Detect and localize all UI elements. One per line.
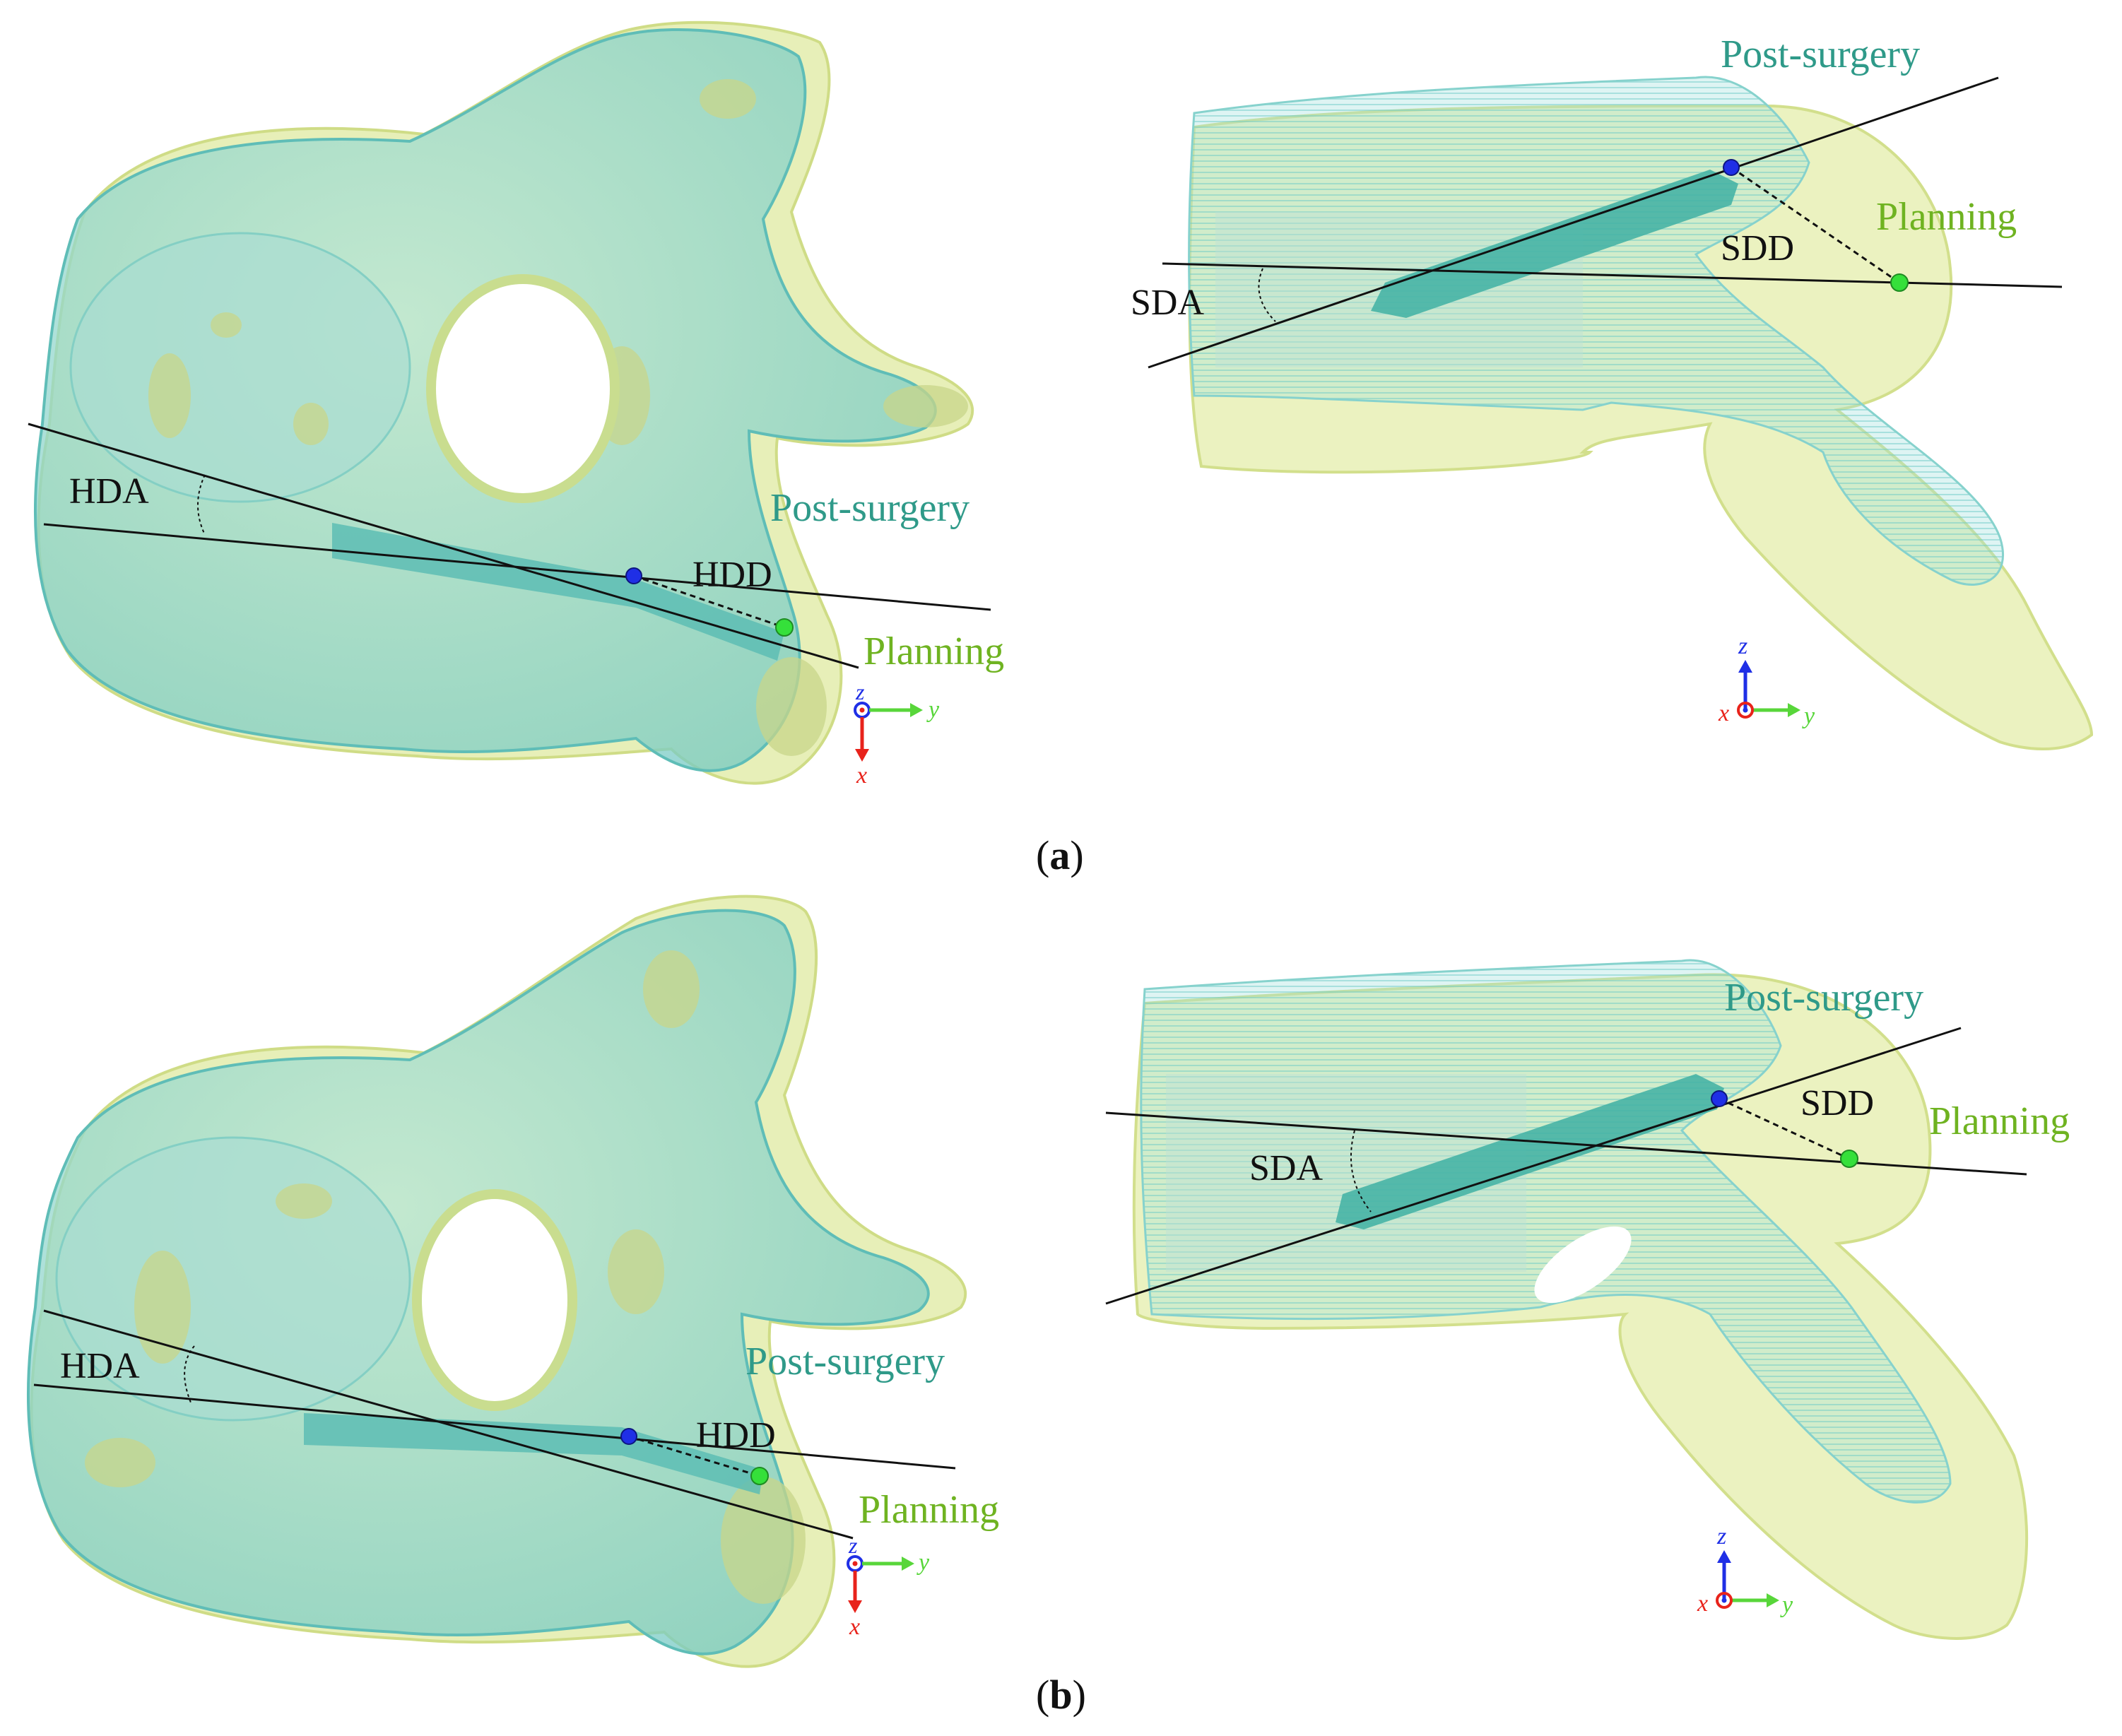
axis-y-label: y <box>1780 1592 1793 1618</box>
axis-triad-horizontal-b: z y x <box>847 1533 930 1640</box>
sagittal-post-surgery-shape <box>1188 76 2005 586</box>
planning-label: Planning <box>863 630 1004 673</box>
axis-y-label: y <box>926 697 940 723</box>
hdd-label: HDD <box>696 1415 776 1455</box>
sagittal-post-surgery-point <box>1711 1090 1728 1107</box>
hda-planning-trajectory <box>33 1383 956 1470</box>
sdd-dashed-line <box>1731 166 1900 284</box>
sda-angle-arc <box>1258 268 1276 322</box>
panel-b-horizontal-view: HDA HDD Post-surgery Planning z y x <box>26 894 999 1668</box>
planning-point <box>775 618 794 637</box>
hda-post-surgery-trajectory <box>28 423 859 669</box>
y-axis-arrow-icon <box>902 1557 914 1571</box>
sda-label: SDA <box>1249 1148 1323 1188</box>
hda-angle-arc <box>197 474 206 536</box>
vertebral-body-region <box>69 232 411 503</box>
hda-post-surgery-trajectory <box>43 1309 854 1540</box>
axis-y-label: y <box>916 1549 930 1576</box>
panel-b-sagittal-view: SDA SDD Post-surgery Planning z y x <box>1105 959 2070 1640</box>
z-axis-arrow-icon <box>1738 660 1752 673</box>
y-axis-arrow-icon <box>1767 1593 1779 1607</box>
sagittal-screw-shape <box>1371 170 1738 318</box>
post-surgery-point <box>620 1428 637 1445</box>
sagittal-planning-label: Planning <box>1876 195 2017 239</box>
axis-triad-horizontal-a: z y x <box>854 679 940 789</box>
sda-post-surgery-trajectory <box>1148 76 1999 369</box>
sdd-label: SDD <box>1721 228 1794 268</box>
planning-patches <box>85 950 806 1604</box>
spinal-canal-hole <box>412 1189 577 1411</box>
x-axis-indicator-icon <box>1716 1592 1733 1609</box>
axis-triad-sagittal-b: z y x <box>1697 1523 1793 1618</box>
sda-label: SDA <box>1131 283 1204 323</box>
axis-triad-sagittal-a: z y x <box>1718 633 1815 729</box>
screw-shape <box>304 1413 763 1494</box>
hdd-dashed-line <box>633 574 785 629</box>
y-axis-arrow-icon <box>1788 703 1800 717</box>
y-axis-arrow-icon <box>910 703 923 717</box>
panel-a-caption: (a) <box>1036 832 1084 878</box>
x-axis-arrow-icon <box>855 749 869 762</box>
post-surgery-label: Post-surgery <box>745 1340 945 1383</box>
spinal-canal-hole <box>426 274 620 503</box>
panel-b-caption: (b) <box>1036 1672 1086 1718</box>
screw-shape <box>332 523 784 661</box>
planning-point <box>750 1467 769 1485</box>
hda-label: HDA <box>69 471 149 512</box>
axis-x-label: x <box>856 762 867 789</box>
hdd-dashed-line <box>628 1435 760 1477</box>
axis-y-label: y <box>1802 703 1815 729</box>
sagittal-post-surgery-point <box>1723 159 1740 176</box>
hdd-label: HDD <box>692 555 772 595</box>
planning-label: Planning <box>859 1488 999 1532</box>
sagittal-screw-shape <box>1336 1074 1724 1229</box>
sda-post-surgery-trajectory <box>1105 1027 1962 1305</box>
post-surgery-label: Post-surgery <box>770 486 969 530</box>
sdd-dashed-line <box>1719 1097 1850 1160</box>
panel-a-horizontal-view: HDA HDD Post-surgery Planning z y x <box>28 20 1004 789</box>
axis-x-label: x <box>1718 700 1729 726</box>
sagittal-post-surgery-label: Post-surgery <box>1724 976 1923 1020</box>
post-surgery-point <box>625 567 642 584</box>
axis-z-label: z <box>1716 1523 1726 1549</box>
axis-z-label: z <box>1738 633 1747 659</box>
x-axis-arrow-icon <box>848 1600 862 1613</box>
sagittal-planning-point <box>1840 1150 1858 1168</box>
sagittal-post-surgery-label: Post-surgery <box>1721 33 1920 76</box>
panel-a-sagittal-view: SDA SDD Post-surgery Planning z y x <box>1131 33 2094 750</box>
sagittal-gap <box>1534 1226 1632 1304</box>
z-axis-arrow-icon <box>1717 1550 1731 1563</box>
x-axis-indicator-icon <box>1737 702 1754 719</box>
hda-angle-arc <box>184 1345 195 1403</box>
axis-x-label: x <box>1697 1590 1708 1617</box>
axis-z-label: z <box>848 1533 858 1558</box>
sdd-label: SDD <box>1800 1083 1874 1123</box>
hda-planning-trajectory <box>43 523 991 611</box>
sda-planning-trajectory <box>1162 262 2063 288</box>
sagittal-planning-point <box>1890 273 1909 292</box>
sda-planning-trajectory <box>1105 1111 2027 1176</box>
axis-x-label: x <box>849 1614 860 1640</box>
sagittal-post-surgery-shape <box>1140 959 1952 1504</box>
axis-z-label: z <box>855 679 865 704</box>
sagittal-planning-label: Planning <box>1929 1099 2070 1143</box>
hda-label: HDA <box>60 1346 140 1386</box>
